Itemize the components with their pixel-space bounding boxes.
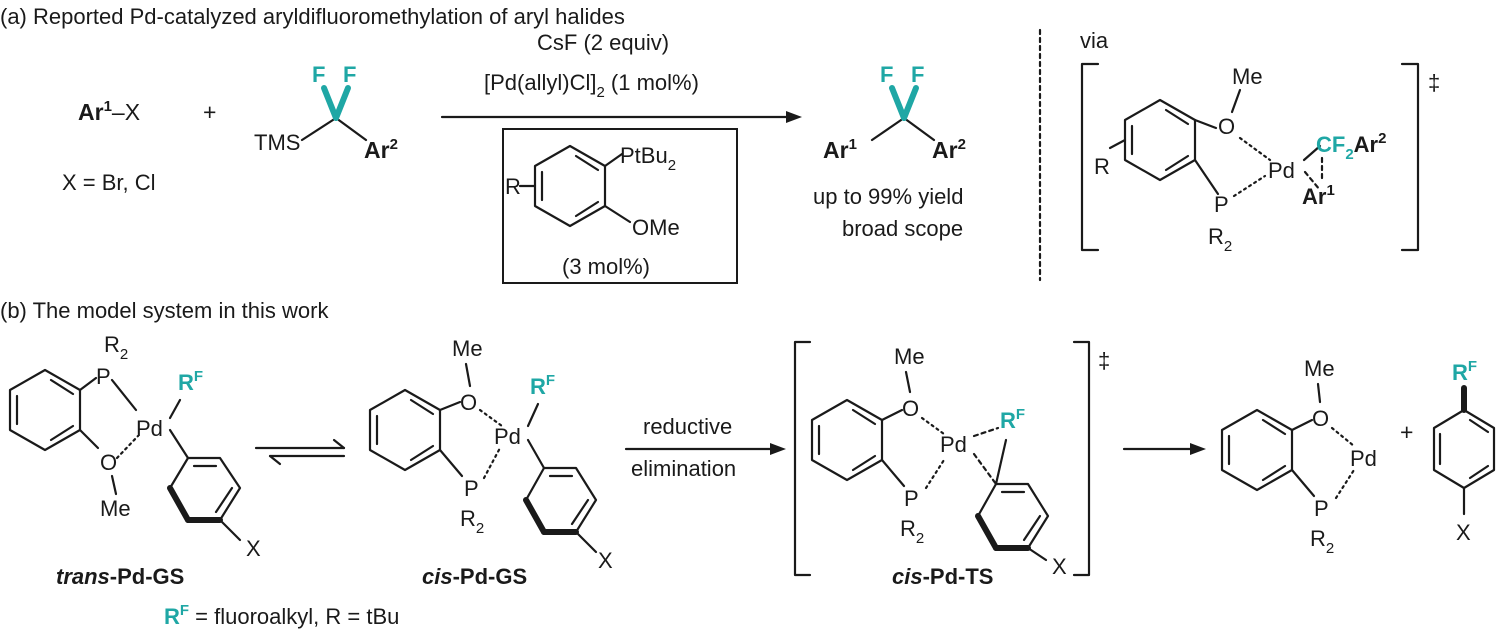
svg-text:R2: R2 [900,516,924,547]
ligand-box [502,128,738,284]
ligand-structure: PtBu2 OMe R (3 mol%) [505,143,680,279]
svg-text:P: P [464,476,479,501]
product-a: F F Ar1 Ar2 [823,62,966,163]
svg-text:RF: RF [1452,358,1477,385]
svg-text:R2: R2 [1208,224,1232,255]
svg-text:R2: R2 [104,332,128,363]
svg-text:RF: RF [1000,406,1025,433]
svg-text:TMS: TMS [254,130,300,155]
svg-text:Pd: Pd [136,416,163,441]
svg-text:X: X [598,548,613,573]
arrow-label-reductive: reductive [643,414,732,439]
pd-product: O Me P R2 Pd [1220,356,1377,557]
ligand-loading: (3 mol%) [562,254,650,279]
svg-text:F: F [343,62,356,87]
ts-bracket-a: ‡ [1080,62,1440,252]
svg-text:OMe: OMe [632,215,680,240]
svg-text:R2: R2 [460,506,484,537]
arrow-label-elimination: elimination [631,456,736,481]
svg-text:PtBu2: PtBu2 [620,143,676,174]
svg-text:Me: Me [452,336,483,361]
svg-text:Pd: Pd [940,432,967,457]
label-cis-pd-gs: cis-Pd-GS [422,564,527,589]
ts-structure-a: R O Me P R2 Pd CF2Ar2 Ar1 [1094,64,1386,255]
svg-text:X: X [246,536,261,561]
aryl-halide: Ar1–X X = Br, Cl [62,98,156,195]
svg-text:RF: RF [530,372,555,399]
svg-text:Pd: Pd [1268,158,1295,183]
svg-text:Pd: Pd [1350,446,1377,471]
svg-text:F: F [312,62,325,87]
trans-pd-gs: P R2 O Me Pd RF X [8,332,261,561]
svg-text:X: X [1052,554,1067,579]
svg-text:R: R [505,174,521,199]
svg-text:Ar1: Ar1 [823,136,857,163]
svg-text:Ar1–X: Ar1–X [78,98,140,125]
x-halide-note: X = Br, Cl [62,170,156,195]
svg-text:P: P [904,486,919,511]
svg-text:F: F [880,62,893,87]
svg-text:Ar2: Ar2 [364,136,398,163]
arene-product: RF X [1432,358,1496,545]
svg-text:O: O [100,450,117,475]
svg-text:F: F [911,62,924,87]
plus-sign: + [203,99,216,125]
label-trans-pd-gs: trans-Pd-GS [56,564,184,589]
svg-text:P: P [1214,192,1229,217]
svg-text:Ar2: Ar2 [932,136,966,163]
svg-text:R: R [1094,154,1110,179]
svg-text:CF2Ar2: CF2Ar2 [1316,130,1386,163]
svg-text:P: P [96,364,111,389]
svg-text:R2: R2 [1310,526,1334,557]
cis-pd-ts: O Me P R2 Pd RF X [810,344,1067,579]
svg-text:Ar1: Ar1 [1302,182,1335,209]
svg-text:Pd: Pd [494,424,521,449]
svg-text:Me: Me [894,344,925,369]
svg-text:O: O [460,390,477,415]
svg-text:Me: Me [1232,64,1263,89]
yield-text: up to 99% yield [813,184,963,209]
scope-text: broad scope [842,216,963,241]
via-label: via [1080,28,1109,53]
svg-text:X: X [1456,520,1471,545]
svg-text:Me: Me [100,496,131,521]
cis-pd-gs: O Me P R2 Pd RF X [368,336,613,573]
svg-text:Me: Me [1304,356,1335,381]
svg-text:RF: RF [178,368,203,395]
plus-sign-b: + [1400,419,1413,445]
svg-text:P: P [1314,496,1329,521]
reagent-csf: CsF (2 equiv) [537,30,669,55]
svg-text:O: O [1218,114,1235,139]
difluoro-reagent: TMS F F Ar2 [254,62,398,163]
label-cis-pd-ts: cis-Pd-TS [892,564,993,589]
equilibrium-arrows [254,438,346,466]
section-b-title: (b) The model system in this work [0,298,329,323]
svg-text:O: O [1312,406,1329,431]
ts-bracket-b: ‡ [793,340,1110,577]
section-a-title: (a) Reported Pd-catalyzed aryldifluorome… [0,4,625,29]
svg-text:‡: ‡ [1428,70,1440,95]
rf-footnote: RF = fluoroalkyl, R = tBu [164,602,399,629]
svg-text:O: O [902,396,919,421]
reagent-pd: [Pd(allyl)Cl]2 (1 mol%) [484,70,699,101]
svg-text:‡: ‡ [1098,348,1110,373]
